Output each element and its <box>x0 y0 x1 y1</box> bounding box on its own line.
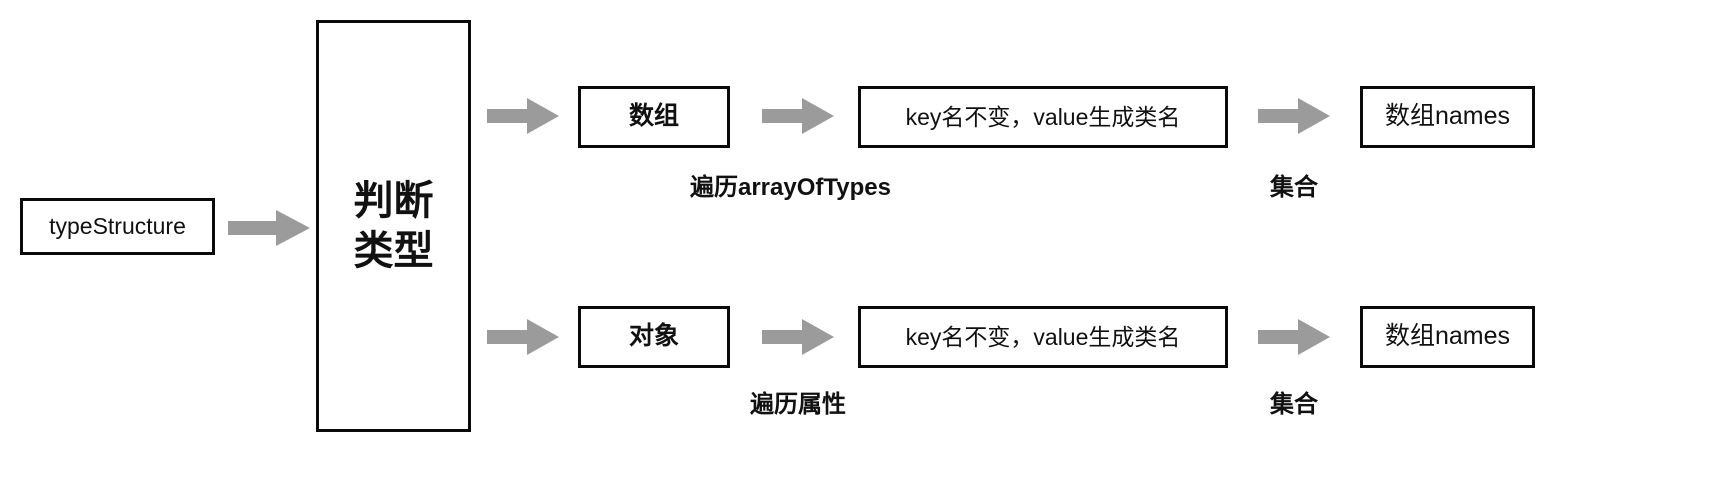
arrow-right-icon-input-to-decision <box>228 210 310 246</box>
node-decision-type[interactable]: 判断 类型 <box>316 20 471 432</box>
edge-label-array-collect: 集合 <box>1270 174 1318 201</box>
arrow-right-icon-transform-to-array-output <box>1258 98 1330 134</box>
arrow-right-icon-decision-to-array <box>487 98 559 134</box>
node-array-transform[interactable]: key名不变，value生成类名 <box>858 86 1228 148</box>
node-array-branch[interactable]: 数组 <box>578 86 730 148</box>
node-object-transform[interactable]: key名不变，value生成类名 <box>858 306 1228 368</box>
node-object-output[interactable]: 数组names <box>1360 306 1535 368</box>
node-object-branch[interactable]: 对象 <box>578 306 730 368</box>
arrow-right-icon-transform-to-object-output <box>1258 319 1330 355</box>
node-type-structure[interactable]: typeStructure <box>20 198 215 255</box>
arrow-right-icon-decision-to-object <box>487 319 559 355</box>
edge-label-object-collect: 集合 <box>1270 391 1318 418</box>
arrow-right-icon-array-to-transform <box>762 98 834 134</box>
node-array-output[interactable]: 数组names <box>1360 86 1535 148</box>
arrow-right-icon-object-to-transform <box>762 319 834 355</box>
edge-label-array-iterate: 遍历arrayOfTypes <box>690 174 891 201</box>
edge-label-object-iterate: 遍历属性 <box>750 391 846 418</box>
